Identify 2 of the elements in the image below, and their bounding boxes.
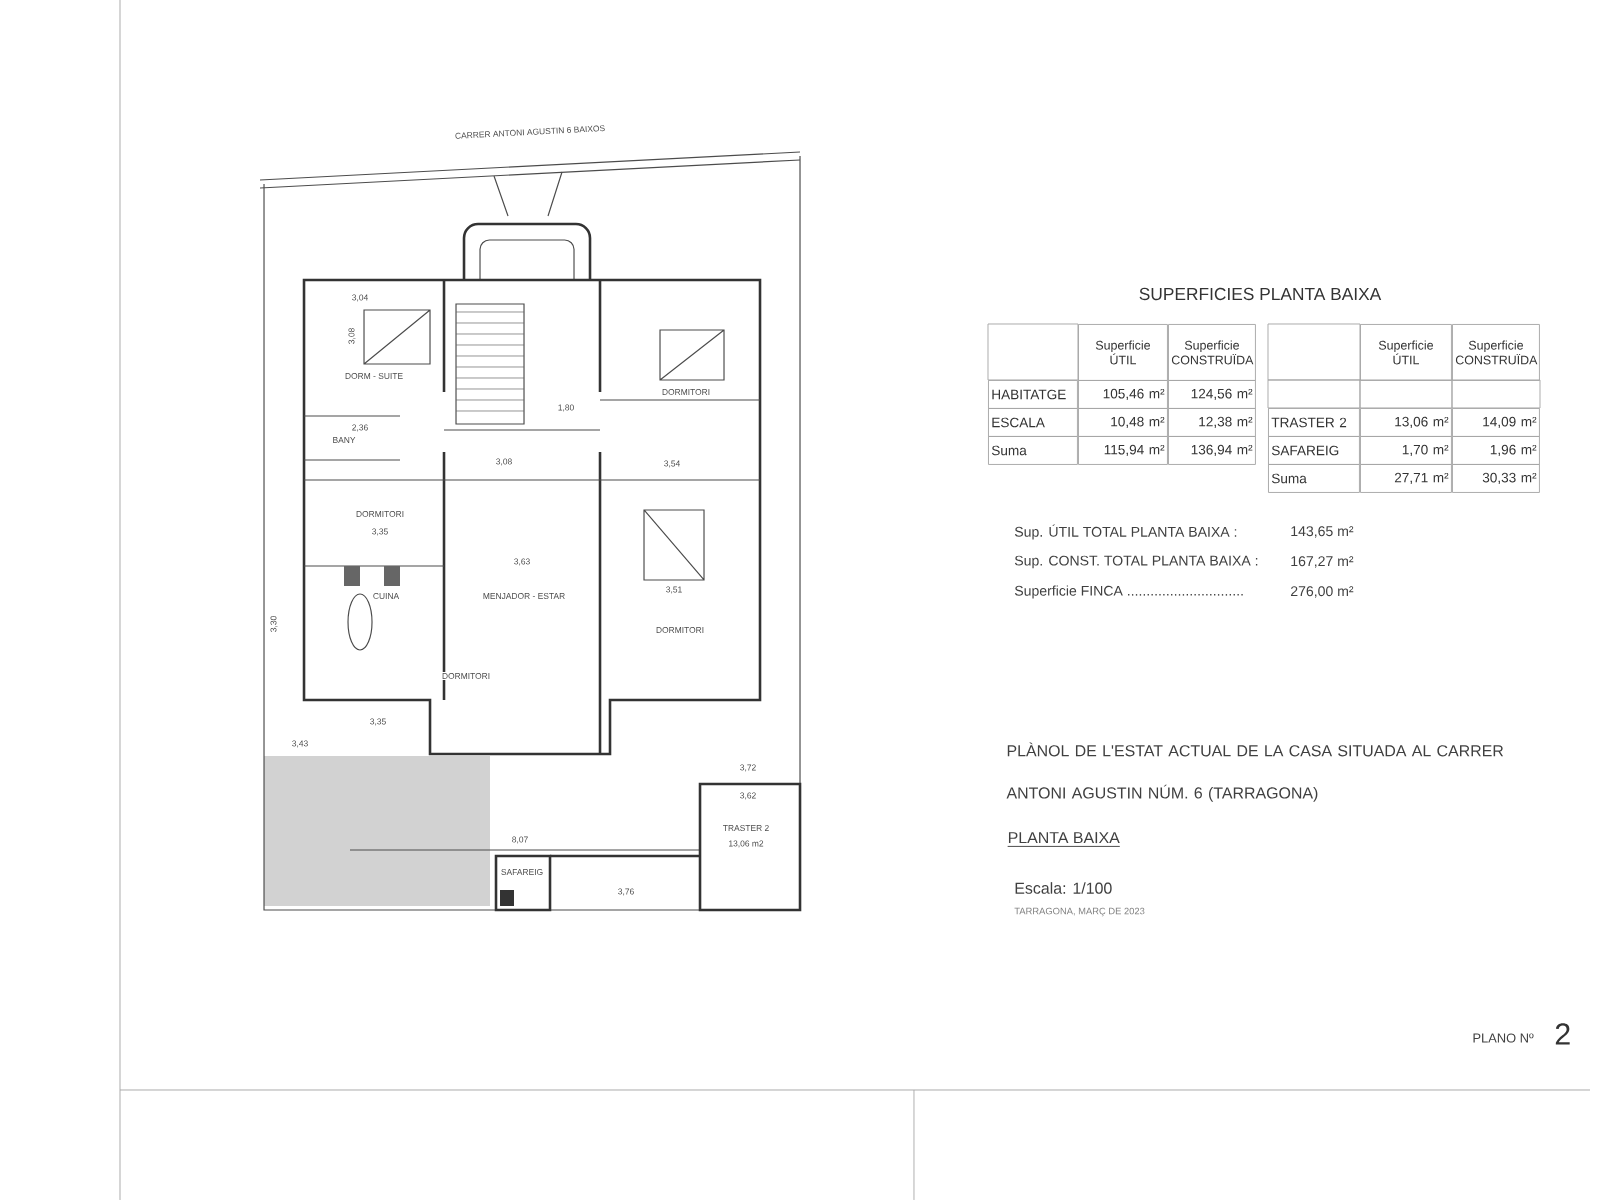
table-heading: SUPERFICIES PLANTA BAIXA	[1139, 287, 1382, 301]
plan-number: 2	[1555, 1023, 1570, 1045]
